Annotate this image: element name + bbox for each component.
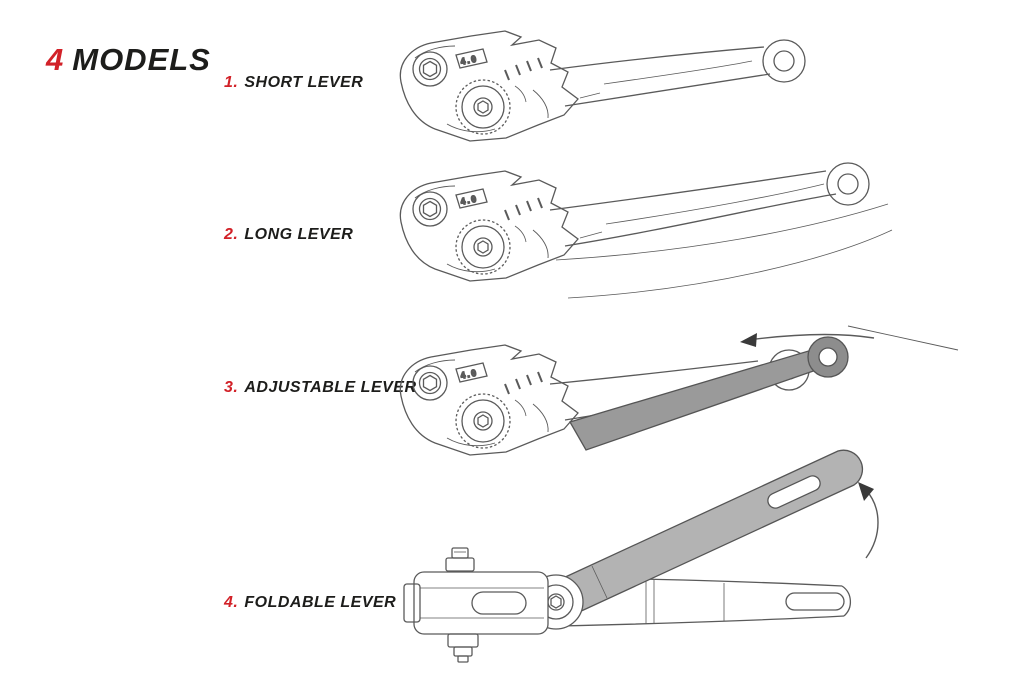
guide-line [847, 325, 959, 351]
foldable-lever-drawing [403, 449, 879, 663]
model-name: ADJUSTABLE LEVER [244, 379, 417, 396]
clamp-bolt-bottom [447, 633, 479, 663]
model-label-adjustable-lever: 3. ADJUSTABLE LEVER [224, 379, 417, 397]
long-lever-profile-lines [555, 203, 893, 299]
lever-perch-body [399, 30, 579, 142]
adjustment-arrow [740, 333, 875, 347]
lever-perch-body [399, 344, 579, 456]
model-number: 2. [224, 226, 239, 243]
model-label-foldable-lever: 4. FOLDABLE LEVER [224, 594, 396, 612]
title-word: MODELS [72, 42, 211, 77]
model-label-short-lever: 1. SHORT LEVER [224, 74, 363, 92]
model-number: 1. [224, 74, 239, 91]
clamp-bolt-top [445, 547, 475, 572]
clevis-bracket [403, 571, 549, 635]
model-name: LONG LEVER [244, 226, 354, 243]
adjuster-dial-value: 4.0 [460, 195, 478, 208]
adjustable-lever-drawing: 4.0 [399, 325, 959, 456]
long-lever-blade [549, 170, 837, 247]
model-label-long-lever: 2. LONG LEVER [224, 226, 353, 244]
title-number: 4 [46, 42, 65, 77]
model-number: 4. [224, 594, 239, 611]
foldable-lever-arm [559, 577, 852, 627]
adjustable-lever-blade-shifted [569, 336, 849, 451]
foldable-lever-folded-blade [547, 449, 864, 620]
long-lever-ball-end [826, 162, 870, 206]
lever-perch-body [399, 170, 579, 282]
adjuster-dial-value: 4.0 [460, 369, 478, 382]
fold-direction-arrow [858, 482, 879, 559]
short-lever-drawing: 4.0 [399, 30, 806, 142]
model-number: 3. [224, 379, 239, 396]
adjuster-dial-value: 4.0 [460, 55, 478, 68]
model-name: FOLDABLE LEVER [244, 594, 397, 611]
short-lever-ball-end [762, 39, 806, 83]
model-name: SHORT LEVER [244, 74, 364, 91]
long-lever-drawing: 4.0 [399, 162, 893, 299]
short-lever-blade [549, 46, 771, 107]
